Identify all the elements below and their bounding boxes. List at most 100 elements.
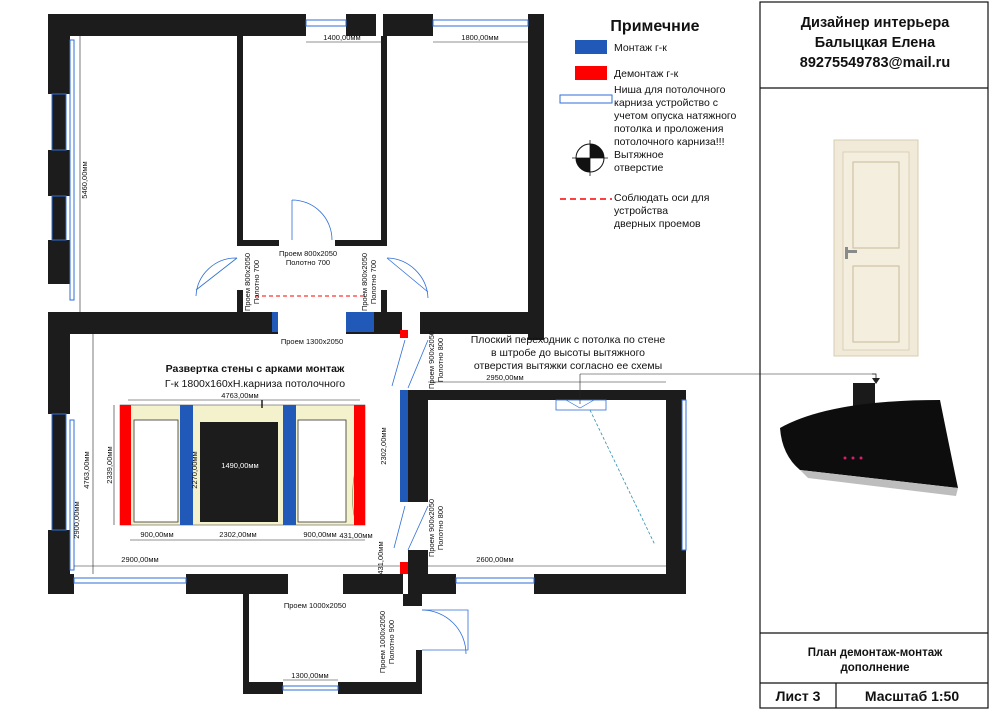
legend-label-mount: Монтаж г-к	[614, 42, 667, 54]
door-swing-kitchen-1	[391, 339, 429, 389]
title-block-frame	[759, 1, 989, 709]
elevation-dim-right: 900,00мм	[303, 530, 336, 539]
duct-route-line	[589, 409, 656, 546]
mount-strip-3	[400, 390, 408, 502]
dim-kitchen-bottom: 2600,00мм	[476, 555, 513, 564]
window-bath	[282, 685, 339, 691]
doors	[195, 199, 469, 655]
dim-bath-window: 1300,00мм	[291, 671, 328, 680]
legend-axis-2: устройства	[614, 205, 668, 217]
arch-1-label: Проем 1300х2050	[281, 337, 343, 346]
wall-elevation: Развертка стены с арками монтаж Г-к 1800…	[105, 363, 373, 541]
window-left-1	[69, 39, 75, 301]
bath-door-leaf: Полотно 900	[387, 620, 396, 664]
window-bottom-1	[73, 577, 187, 584]
legend-swatch-niche	[559, 94, 613, 104]
door-2-leaf: Полотно 700	[286, 258, 330, 267]
elevation-subtitle: Г-к 1800х160хН.карниза потолочного	[165, 378, 345, 390]
kitchen-door-1-leaf: Полотно 800	[436, 338, 445, 382]
plan-title-line-2: дополнение	[840, 662, 909, 674]
bath-door-size: Проем 1000х2050	[378, 611, 387, 673]
window-left-2	[69, 419, 75, 571]
door-image	[833, 139, 919, 357]
legend-axis-3: дверных проемов	[614, 218, 701, 230]
dim-top-window-1: 1400,00мм	[323, 33, 360, 42]
duct-note-line-3: отверстия вытяжки согласно ее схемы	[474, 360, 662, 372]
radiator-1	[51, 93, 67, 151]
elevation-cabinet	[200, 422, 278, 522]
door-swing-1	[291, 199, 333, 241]
duct-note-line-1: Плоский переходник с потолка по стене	[471, 334, 666, 346]
windows	[51, 19, 687, 691]
elevation-opening-left	[133, 419, 179, 523]
dim-small-431: 431,00мм	[376, 541, 385, 574]
walls	[48, 14, 686, 694]
sheet-scale: Масштаб 1:50	[865, 688, 959, 704]
dim-kitchen-top: 2950,00мм	[486, 373, 523, 382]
dim-kitchen-wall: 2302,00мм	[379, 427, 388, 464]
legend-swatch-demount	[575, 66, 607, 80]
elevation-dim-column: 2270,00мм	[190, 451, 199, 488]
legend-niche-1: Ниша для потолочного	[614, 84, 726, 96]
plan-title-line-1: План демонтаж-монтаж	[808, 647, 943, 659]
radiator-2	[51, 195, 67, 241]
elevation-mount-1	[180, 405, 193, 525]
hall-bottom-label: Проем 1000х2050	[284, 601, 346, 610]
door-3-leaf: Полотно 700	[369, 260, 378, 304]
kitchen-door-2-leaf: Полотно 800	[436, 506, 445, 550]
plan-dimensions: 1400,00мм 1800,00мм 5460,00мм 4763,00мм …	[72, 33, 666, 681]
door-arc-bath	[421, 609, 467, 655]
legend-axis-1: Соблюдать оси для	[614, 192, 709, 204]
legend-niche-5: потолочного карниза!!!	[614, 136, 725, 148]
duct-note: Плоский переходник с потолка по стене в …	[471, 334, 880, 546]
door-1-size: Проем 800х2050	[243, 253, 252, 311]
elevation-dim-end: 431,00мм	[339, 531, 372, 540]
sheet-number: Лист 3	[776, 688, 821, 704]
legend-swatch-mount	[575, 40, 607, 54]
designer-email: 89275549783@mail.ru	[800, 55, 950, 71]
legend-niche-2: карниза устройство с	[614, 97, 718, 109]
window-top-1	[305, 19, 347, 27]
elevation-title: Развертка стены с арками монтаж	[166, 363, 345, 375]
demount-strip-2	[400, 562, 408, 574]
legend-exhaust-1: Вытяжное	[614, 149, 664, 161]
dim-left-room: 5460,00мм	[80, 161, 89, 198]
range-hood-image	[780, 383, 958, 496]
radiator-3	[51, 413, 67, 531]
elevation-dim-height: 2339,00мм	[105, 446, 114, 483]
designer-line-1: Дизайнер интерьера	[801, 15, 950, 31]
dim-hall-height: 4763,00мм	[82, 451, 91, 488]
kitchen-door-2-size: Проем 900х2050	[427, 499, 436, 557]
elevation-demount-right	[354, 405, 365, 525]
window-bottom-2	[455, 577, 535, 584]
title-block: Дизайнер интерьера Балыцкая Елена 892755…	[759, 1, 989, 709]
kitchen-door-1-size: Проем 900х2050	[427, 331, 436, 389]
elevation-dim-cabinet: 1490,00мм	[221, 461, 258, 470]
elevation-dim-mid: 2302,00мм	[219, 530, 256, 539]
legend-title: Примечние	[610, 18, 699, 35]
mount-strip-1	[272, 312, 278, 332]
ceiling-niche	[555, 399, 607, 411]
elevation-opening-right	[297, 419, 347, 523]
dim-hall-left: 2900,00мм	[72, 501, 81, 538]
legend-exhaust-2: отверстие	[614, 162, 663, 174]
door-swing-2	[195, 257, 238, 297]
opening-labels: Проем 800х2050 Полотно 700 Проем 800х205…	[243, 249, 445, 673]
door-swing-3	[386, 257, 429, 299]
elevation-demount-left	[120, 405, 131, 525]
elevation-dim-left: 900,00мм	[140, 530, 173, 539]
dim-top-window-2: 1800,00мм	[461, 33, 498, 42]
mount-strip-2	[346, 312, 374, 332]
duct-note-line-2: в штробе до высоты вытяжного	[491, 347, 645, 359]
door-1-leaf: Полотно 700	[252, 260, 261, 304]
demount-strip-1	[400, 330, 408, 338]
door-2-size: Проем 800х2050	[279, 249, 337, 258]
elevation-dim-total: 4763,00мм	[221, 391, 258, 400]
mount-strips	[255, 295, 408, 574]
window-kitchen	[681, 399, 687, 551]
door-swing-kitchen-2	[393, 505, 429, 551]
legend-niche-3: учетом опуска натяжного	[614, 110, 737, 122]
exhaust-hole-icon	[572, 140, 608, 176]
